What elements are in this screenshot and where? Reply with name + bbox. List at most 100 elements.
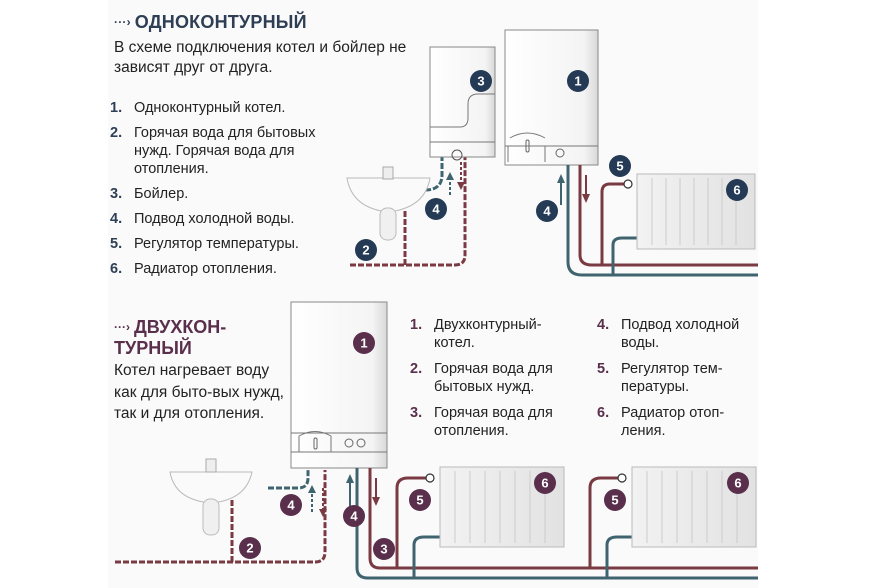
legend-number: 3. xyxy=(410,405,423,421)
legend-number: 6. xyxy=(597,405,610,421)
badge-label: 1 xyxy=(360,336,367,351)
legend-text: Регулятор тем-пературы. xyxy=(621,361,723,395)
radiator-return-pipe xyxy=(611,236,637,275)
sink-icon xyxy=(169,458,253,536)
badge-boiler: 1 xyxy=(567,70,589,92)
legend-number: 6. xyxy=(110,261,123,277)
legend-item: 2. Горячая вода для бытовых нужд. Горячая… xyxy=(110,124,350,178)
cold-water-dashed-pipe xyxy=(268,470,310,490)
double-circuit-heading: ···›ДВУХКОН-ТУРНЫЙ xyxy=(114,317,264,359)
badge-label: 5 xyxy=(616,159,623,174)
double-legend-left: 1.Двухконтурный-котел. 2. Горячая вода дл… xyxy=(410,316,560,448)
legend-text: Горячая вода для бытовых нужд. Горячая в… xyxy=(134,125,316,177)
legend-number: 4. xyxy=(597,317,610,333)
hot-water-dashed-pipe xyxy=(115,470,327,564)
badge-label: 2 xyxy=(246,541,253,556)
double-diagram: 1 2 4 4 3 5 5 6 6 xyxy=(115,301,758,580)
hot-flow-pipe xyxy=(368,468,758,570)
legend-item: 6. Радиатор отоп-ления. xyxy=(597,404,757,440)
double-legend-right: 4. Подвод холодной воды. 5. Регулятор тем-… xyxy=(597,316,757,448)
legend-number: 5. xyxy=(597,361,610,377)
badge-boiler: 1 xyxy=(353,332,375,354)
legend-item: 5. Регулятор тем-пературы. xyxy=(597,360,757,396)
badge-tank: 3 xyxy=(470,70,492,92)
badge-label: 6 xyxy=(734,476,741,491)
badge-regulator-a: 5 xyxy=(409,489,431,511)
legend-item: 3. Бойлер. xyxy=(110,185,350,203)
badge-regulator: 5 xyxy=(609,155,631,177)
legend-text: Горячая вода для бытовых нужд. xyxy=(434,361,553,395)
dial-icon xyxy=(356,438,366,448)
display-icon xyxy=(525,139,530,153)
radiator-feed-pipe xyxy=(588,476,620,568)
thermostat-valve-icon xyxy=(623,179,633,189)
legend-number: 2. xyxy=(410,361,423,377)
badge-cold-boiler: 4 xyxy=(343,505,365,527)
dotted-arrow-icon: ···› xyxy=(114,320,130,334)
badge-regulator-b: 5 xyxy=(604,489,626,511)
radiator-return-pipe xyxy=(412,535,440,578)
radiator-feed-pipe xyxy=(395,476,428,568)
water-tank-unit xyxy=(429,46,496,161)
badge-label: 4 xyxy=(287,498,295,513)
badge-radiator-a: 6 xyxy=(534,472,556,494)
badge-label: 2 xyxy=(362,243,369,258)
legend-item: 5. Регулятор температуры. xyxy=(110,235,350,253)
dial-icon xyxy=(451,149,463,161)
dial-icon xyxy=(555,148,565,158)
legend-number: 5. xyxy=(110,236,123,252)
badge-radiator: 6 xyxy=(726,179,748,201)
badge-cold-sink: 4 xyxy=(280,494,302,516)
legend-item: 4. Подвод холодной воды. xyxy=(597,316,757,352)
thermostat-valve-icon xyxy=(617,473,627,483)
legend-number: 1. xyxy=(110,100,123,116)
badge-label: 5 xyxy=(416,493,423,508)
legend-text: Радиатор отоп-ления. xyxy=(621,405,725,439)
single-circuit-intro: В схеме подключения котел и бойлер не за… xyxy=(114,39,407,76)
badge-label: 4 xyxy=(432,202,440,217)
legend-number: 3. xyxy=(110,186,123,202)
legend-item: 2. Горячая вода для бытовых нужд. xyxy=(410,360,560,396)
legend-text: Бойлер. xyxy=(134,186,189,202)
legend-text: Радиатор отопления. xyxy=(134,261,277,277)
legend-text: Подвод холодной воды. xyxy=(621,317,740,351)
legend-text: Подвод холодной воды. xyxy=(134,211,295,227)
legend-text: Двухконтурный-котел. xyxy=(434,317,542,351)
legend-text: Горячая вода для отопления. xyxy=(434,405,553,439)
badge-label: 3 xyxy=(477,74,484,89)
thermostat-valve-icon xyxy=(425,473,435,483)
radiator-return-pipe xyxy=(605,535,632,578)
legend-number: 4. xyxy=(110,211,123,227)
hot-flow-pipe xyxy=(578,165,758,267)
dial-icon xyxy=(344,438,354,448)
single-heading-text: ОДНОКОНТУРНЫЙ xyxy=(134,12,307,32)
display-icon xyxy=(313,437,318,450)
dotted-arrow-icon: ···› xyxy=(114,15,131,29)
double-circuit-intro: Котел нагревает воду как для быто-вых ну… xyxy=(114,362,284,422)
legend-text: Одноконтурный котел. xyxy=(134,100,286,116)
cold-return-pipe xyxy=(566,165,758,277)
single-diagram: 3 1 2 4 4 5 6 xyxy=(346,29,758,277)
badge-heating: 3 xyxy=(373,538,395,560)
legend-item: 1.Двухконтурный-котел. xyxy=(410,316,560,352)
badge-hot-water: 2 xyxy=(355,239,377,261)
badge-label: 5 xyxy=(611,493,618,508)
hot-water-dashed-pipe xyxy=(350,157,467,267)
badge-label: 3 xyxy=(380,542,387,557)
badge-label: 6 xyxy=(733,183,740,198)
single-legend: 1. Одноконтурный котел. 2. Горячая вода дл… xyxy=(110,99,350,285)
single-boiler-unit xyxy=(504,29,599,166)
legend-text: Регулятор температуры. xyxy=(134,236,299,252)
badge-label: 4 xyxy=(350,509,358,524)
badge-label: 6 xyxy=(541,476,548,491)
radiator-feed-pipe xyxy=(600,182,625,265)
legend-number: 2. xyxy=(110,125,123,141)
cold-water-dashed-pipe xyxy=(424,157,444,192)
double-boiler-unit xyxy=(290,301,388,469)
badge-radiator-b: 6 xyxy=(727,472,749,494)
badge-label: 4 xyxy=(543,204,551,219)
legend-item: 4. Подвод холодной воды. xyxy=(110,210,350,228)
legend-item: 1. Одноконтурный котел. xyxy=(110,99,350,117)
legend-item: 3. Горячая вода для отопления. xyxy=(410,404,560,440)
